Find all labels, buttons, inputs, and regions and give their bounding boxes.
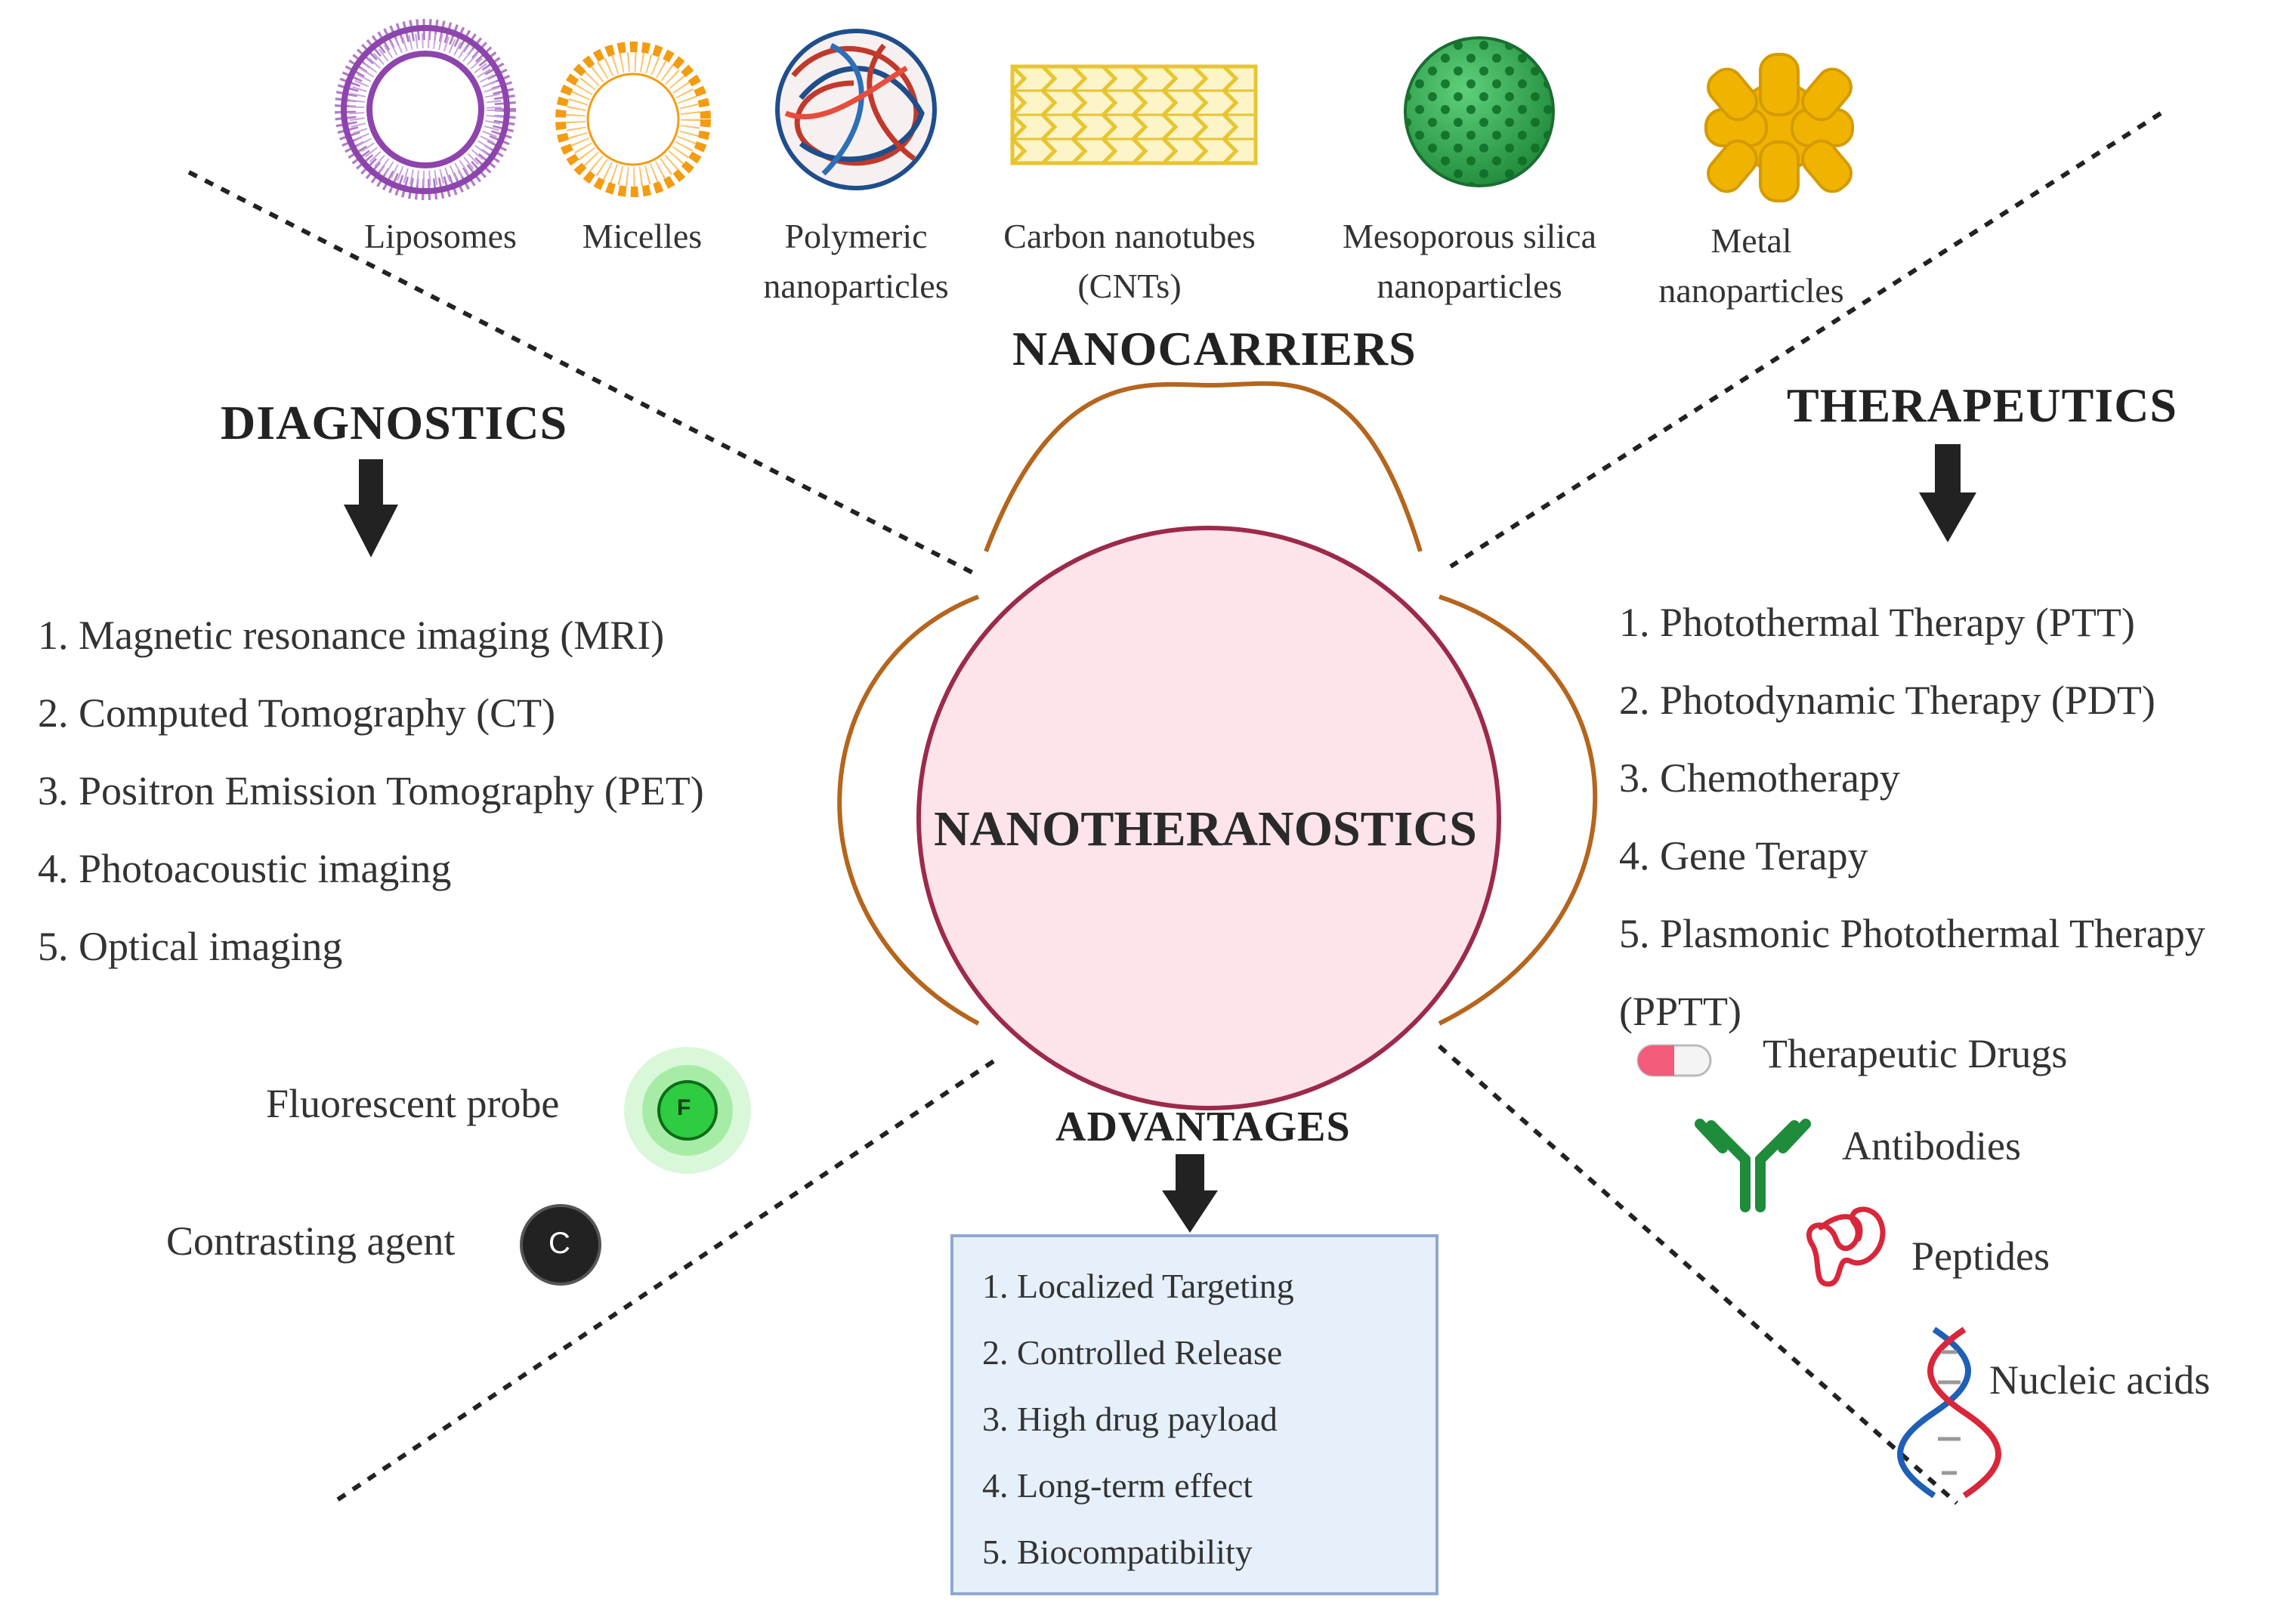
nanocarrier-label-line: Mesoporous silica <box>1342 217 1596 255</box>
polymeric-nanoparticle-icon <box>775 29 937 190</box>
dashed-divider-lines <box>187 111 2162 1505</box>
peptide-icon <box>1806 1206 1886 1287</box>
advantages-item: 5. Biocompatibility <box>982 1533 1253 1571</box>
diagnostics-heading: DIAGNOSTICS <box>221 396 568 449</box>
nanocarrier-label: Metal nanoparticles <box>1585 216 1917 316</box>
advantages-item: 3. High drug payload <box>982 1400 1278 1438</box>
diagnostics-item: 3. Positron Emission Tomography (PET) <box>38 768 704 814</box>
peptides-label: Peptides <box>1911 1233 2050 1279</box>
nanocarrier-label-line: (CNTs) <box>1077 267 1182 305</box>
therapeutics-item: (PPTT) <box>1619 989 1741 1034</box>
therapeutics-item: 3. Chemotherapy <box>1619 755 1900 801</box>
advantages-item: 4. Long-term effect <box>982 1466 1253 1505</box>
nucleic-acids-label: Nucleic acids <box>1989 1357 2211 1403</box>
therapeutics-item: 1. Photothermal Therapy (PTT) <box>1619 600 2135 645</box>
antibody-icon <box>1695 1119 1811 1212</box>
advantages-item: 2. Controlled Release <box>982 1333 1283 1372</box>
diagnostics-item: 5. Optical imaging <box>38 924 343 969</box>
contrasting-agent-badge: C <box>549 1227 570 1260</box>
down-arrow-therapeutics <box>1919 444 1976 542</box>
fluorescent-probe-badge: F <box>677 1095 691 1120</box>
dna-icon <box>1897 1326 2001 1499</box>
nanocarrier-label-line: nanoparticles <box>1658 271 1844 310</box>
nanocarrier-label-line: nanoparticles <box>763 267 949 305</box>
advantages-box: 1. Localized Targeting 2. Controlled Rel… <box>950 1234 1438 1595</box>
nanocarrier-label-line: Carbon nanotubes <box>1003 217 1256 255</box>
carbon-nanotube-icon <box>1009 64 1258 165</box>
diagnostics-item: 4. Photoacoustic imaging <box>38 846 452 891</box>
liposome-icon <box>335 19 516 200</box>
nanocarrier-label-line: Micelles <box>582 217 703 255</box>
fluorescent-probe-icon <box>624 1047 751 1174</box>
nanocarrier-label: Mesoporous silica nanoparticles <box>1303 211 1636 311</box>
mesoporous-silica-icon <box>1404 36 1555 187</box>
therapeutics-item: 4. Gene Terapy <box>1619 833 1868 878</box>
advantages-item: 1. Localized Targeting <box>982 1267 1294 1305</box>
nanocarrier-label: Carbon nanotubes (CNTs) <box>963 211 1296 311</box>
diagnostics-item: 1. Magnetic resonance imaging (MRI) <box>38 613 665 658</box>
nanocarrier-label-line: Metal <box>1710 221 1792 260</box>
nanocarrier-label: Liposomes <box>274 211 607 261</box>
down-arrow-diagnostics <box>344 459 398 557</box>
therapeutics-item: 2. Photodynamic Therapy (PDT) <box>1619 678 2155 723</box>
nanocarrier-label: Polymeric nanoparticles <box>690 211 1022 311</box>
orbit-arcs <box>837 381 1598 1026</box>
diagnostics-item: 2. Computed Tomography (CT) <box>38 690 556 736</box>
fluorescent-probe-label: Fluorescent probe <box>266 1081 560 1126</box>
therapeutics-item: 5. Plasmonic Photothermal Therapy <box>1619 911 2205 956</box>
center-title: NANOTHERANOSTICS <box>934 801 1477 857</box>
therapeutic-drugs-label: Therapeutic Drugs <box>1763 1031 2068 1076</box>
pill-icon <box>1636 1044 1712 1077</box>
nanocarrier-label-line: nanoparticles <box>1377 267 1562 305</box>
center-circle <box>916 526 1501 1110</box>
down-arrow-advantages <box>1162 1154 1218 1233</box>
metal-nanoparticle-icon <box>1704 53 1854 202</box>
nanocarrier-label-line: Liposomes <box>364 217 517 255</box>
antibodies-label: Antibodies <box>1842 1123 2021 1169</box>
nanocarrier-label-line: Polymeric <box>784 217 928 255</box>
nanocarrier-label: Micelles <box>476 211 808 261</box>
therapeutics-heading: THERAPEUTICS <box>1787 378 2177 432</box>
contrasting-agent-icon <box>520 1204 601 1286</box>
contrasting-agent-label: Contrasting agent <box>166 1218 456 1264</box>
advantages-heading: ADVANTAGES <box>1055 1104 1351 1150</box>
micelle-icon <box>555 42 711 197</box>
nanocarriers-heading: NANOCARRIERS <box>1012 322 1417 375</box>
